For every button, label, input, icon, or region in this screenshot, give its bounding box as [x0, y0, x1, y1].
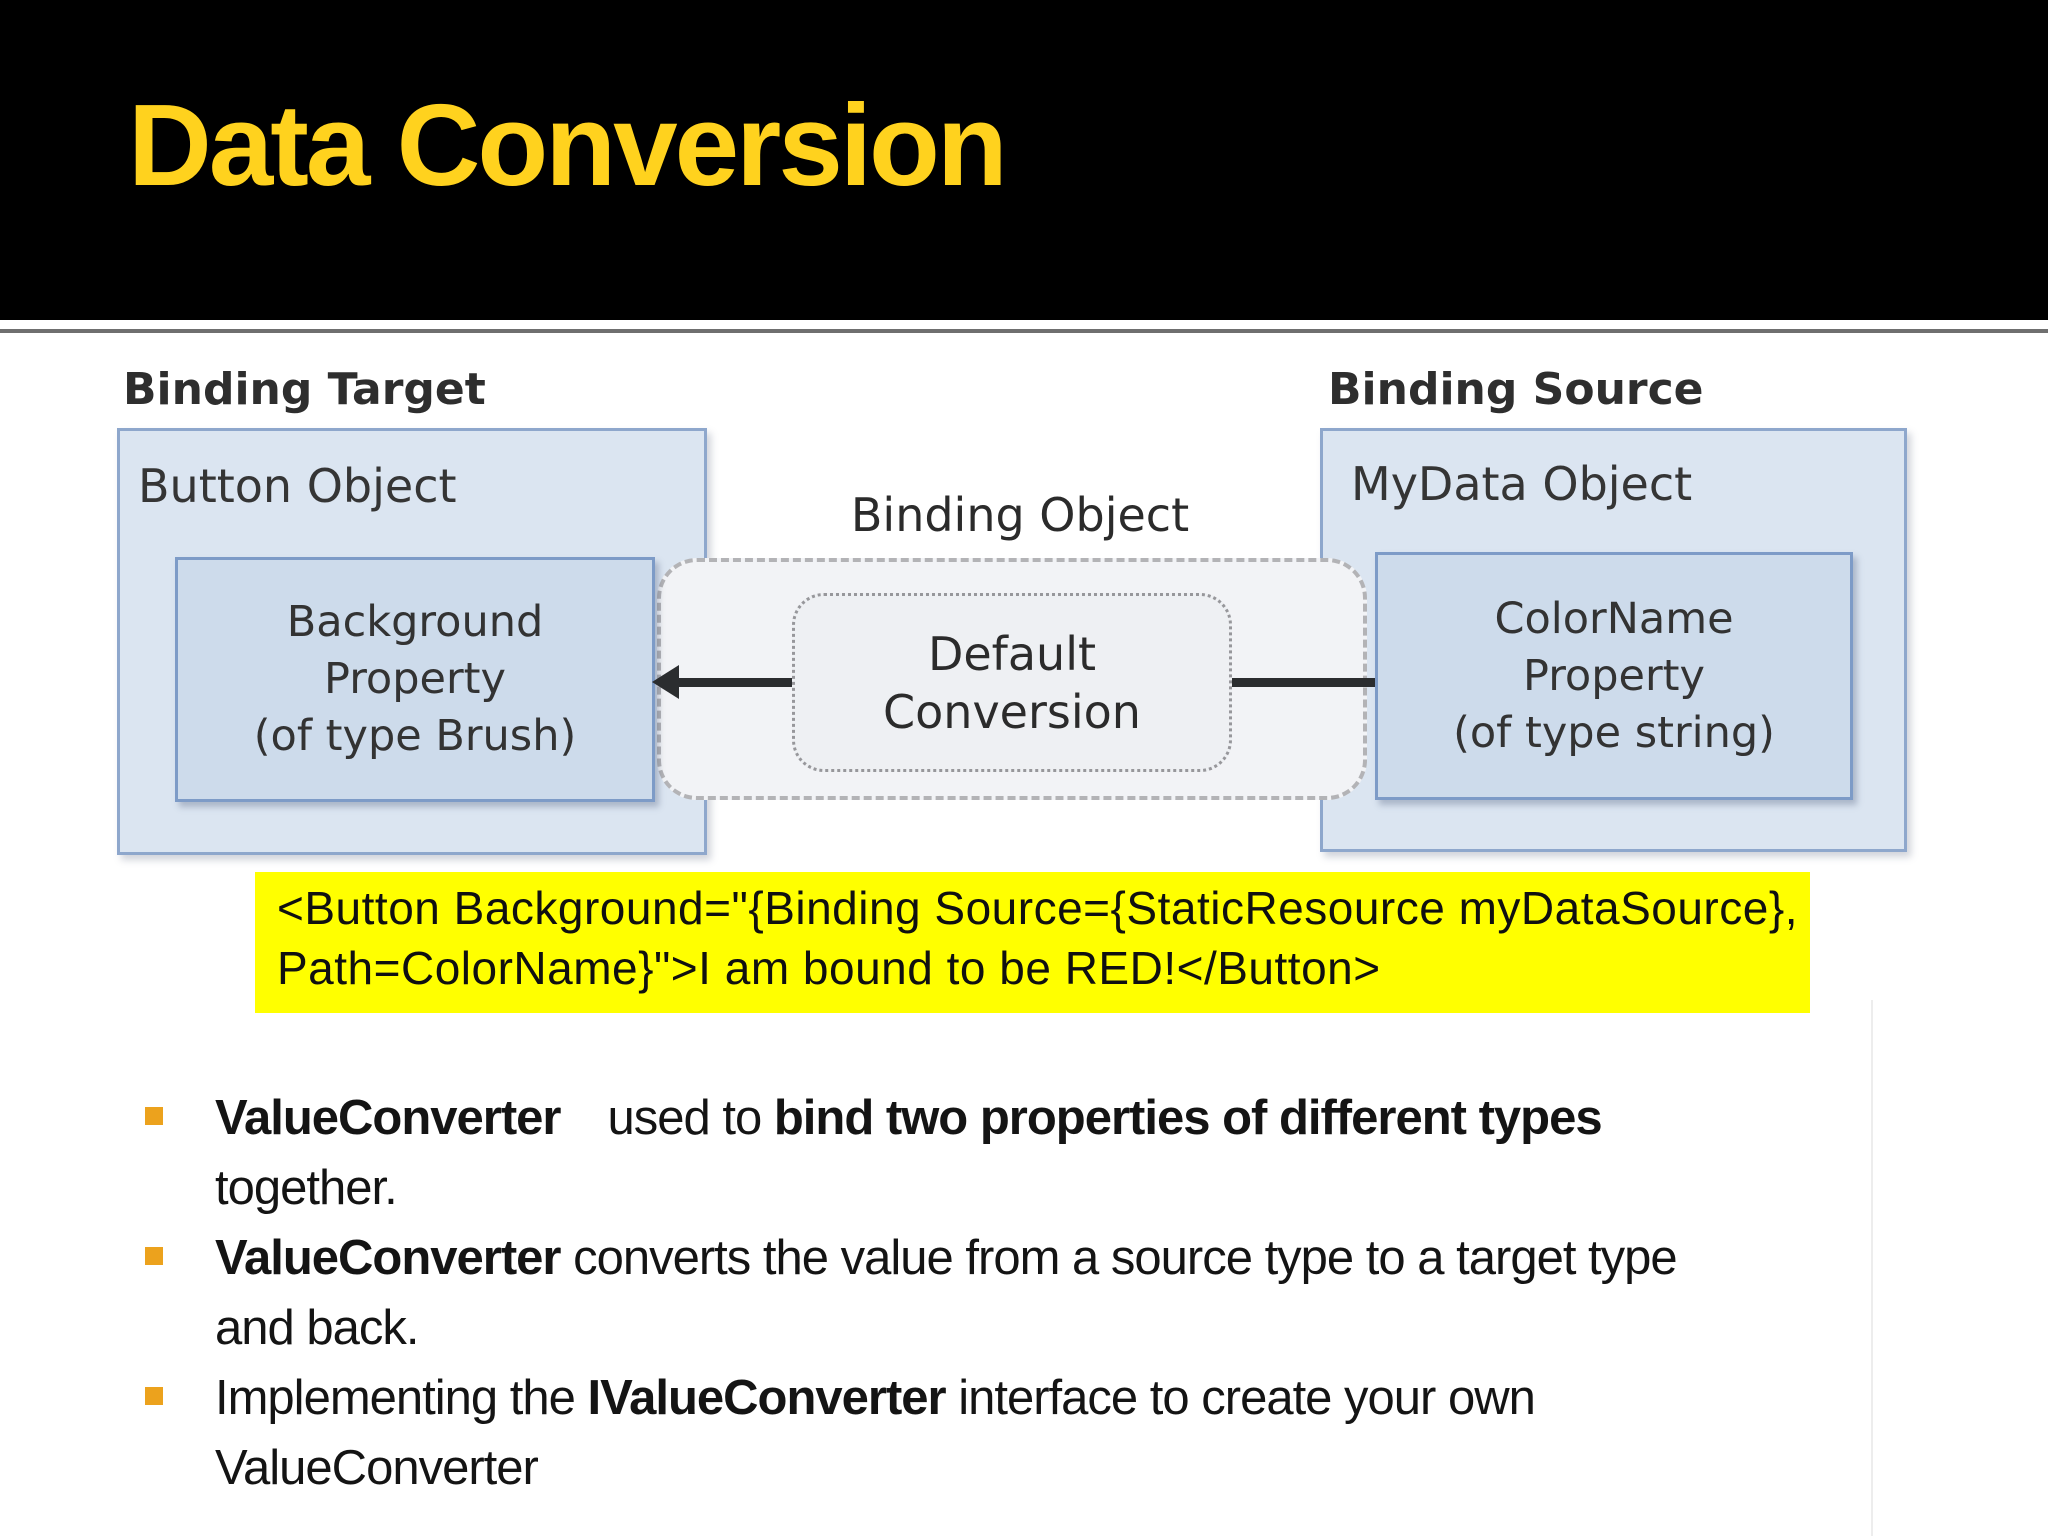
arrow-left-head-icon [652, 665, 679, 699]
bullet-item: ValueConverter converts the value from a… [145, 1223, 1935, 1363]
binding-object-label: Binding Object [850, 488, 1190, 542]
right-edge-artifact [1871, 1000, 1873, 1536]
bullet-item: ValueConverter used to bind two properti… [145, 1083, 1935, 1223]
bullet-text: Implementing the IValueConverter interfa… [215, 1363, 1935, 1503]
property-line: Background [286, 597, 544, 647]
code-highlight: <Button Background="{Binding Source={Sta… [255, 872, 1810, 1013]
header-separator [0, 329, 2048, 333]
conversion-line: Default [927, 626, 1097, 681]
bullet-text: ValueConverter used to bind two properti… [215, 1083, 1935, 1223]
property-line: ColorName [1494, 593, 1734, 644]
bullet-line: and back. [215, 1301, 419, 1355]
code-line-2: Path=ColorName}">I am bound to be RED!</… [277, 942, 1381, 994]
binding-target-label: Binding Target [123, 364, 486, 415]
slide-title: Data Conversion [128, 80, 1008, 210]
bullet-list: ValueConverter used to bind two properti… [145, 1083, 1935, 1503]
bullet-line: Implementing the IValueConverter interfa… [215, 1371, 1536, 1425]
arrow-right-line [1232, 678, 1375, 687]
conversion-line: Conversion [883, 684, 1141, 739]
arrow-left-line [676, 678, 792, 687]
background-property-box: Background Property (of type Brush) [175, 557, 655, 802]
button-object-title: Button Object [138, 459, 457, 513]
bullet-item: Implementing the IValueConverter interfa… [145, 1363, 1935, 1503]
bullet-line: ValueConverter converts the value from a… [215, 1231, 1678, 1285]
bullet-line: together. [215, 1161, 398, 1215]
property-line: (of type Brush) [253, 711, 577, 761]
property-line: Property [324, 654, 506, 704]
property-line: Property [1523, 650, 1705, 701]
bullet-line: ValueConverter used to bind two properti… [215, 1091, 1603, 1145]
colorname-property-box: ColorName Property (of type string) [1375, 552, 1853, 800]
default-conversion-box: Default Conversion [792, 593, 1232, 772]
property-line: (of type string) [1453, 707, 1775, 758]
code-line-1: <Button Background="{Binding Source={Sta… [277, 882, 1798, 934]
bullet-line: ValueConverter [215, 1441, 539, 1495]
bullet-marker [145, 1107, 163, 1125]
bullet-marker [145, 1247, 163, 1265]
mydata-object-title: MyData Object [1351, 457, 1693, 511]
bullet-text: ValueConverter converts the value from a… [215, 1223, 1935, 1363]
slide-header: Data Conversion [0, 0, 2048, 320]
bullet-marker [145, 1387, 163, 1405]
binding-source-label: Binding Source [1328, 364, 1704, 415]
